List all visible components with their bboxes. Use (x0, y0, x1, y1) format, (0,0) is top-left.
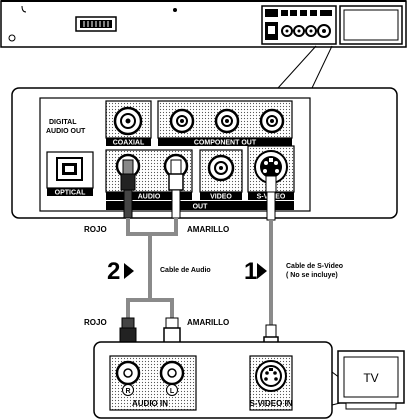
component-out-jacks (157, 100, 293, 146)
zoom-line (311, 45, 333, 89)
audio-in-label: AUDIO IN (132, 399, 168, 408)
zoomed-rear-panel (11, 87, 398, 219)
audio-label: AUDIO (138, 194, 161, 201)
audio-out-label: AUDIO OUT (46, 128, 86, 135)
amarillo-label-top: AMARILLO (187, 225, 229, 234)
rojo-label-bottom: ROJO (84, 318, 107, 327)
screw-icon (8, 34, 16, 42)
zoom-line (277, 45, 317, 89)
scart-connector-icon (75, 16, 117, 32)
digital-label: DIGITAL (49, 119, 77, 126)
dvd-player-rear (0, 0, 407, 48)
arrow-right-icon (257, 263, 267, 279)
optical-label: OPTICAL (55, 190, 86, 197)
rear-jack-cluster (261, 5, 337, 45)
amarillo-label-bottom: AMARILLO (187, 318, 229, 327)
step-1-number: 1 (244, 258, 257, 285)
coaxial-label: COAXIAL (113, 140, 145, 147)
l-label: L (170, 388, 175, 395)
video-label: VIDEO (210, 194, 232, 201)
svideo-cable-caption-1: Cable de S-Video (286, 263, 343, 270)
audio-cable-caption: Cable de Audio (160, 267, 211, 274)
step-1-marker: 1 (244, 258, 267, 285)
out-label: OUT (193, 204, 209, 211)
video-jack (199, 149, 243, 200)
rojo-label-top: ROJO (84, 225, 107, 234)
arrow-right-icon (124, 263, 134, 279)
screw-icon (173, 8, 177, 12)
r-label: R (125, 388, 130, 395)
component-out-label: COMPONENT OUT (194, 140, 257, 147)
svideo-in-jack (255, 360, 287, 392)
svideo-cable-caption-2: ( No se incluye) (286, 272, 338, 279)
tv-label: TV (363, 371, 378, 385)
step-2-number: 2 (107, 258, 120, 285)
coaxial-jack (105, 100, 152, 146)
tv-icon (337, 350, 405, 410)
svideo-in-label: S-VIDEO IN (249, 399, 292, 408)
optical-jack (46, 151, 94, 196)
tv-input-panel (93, 341, 333, 419)
step-2-marker: 2 (107, 258, 134, 285)
